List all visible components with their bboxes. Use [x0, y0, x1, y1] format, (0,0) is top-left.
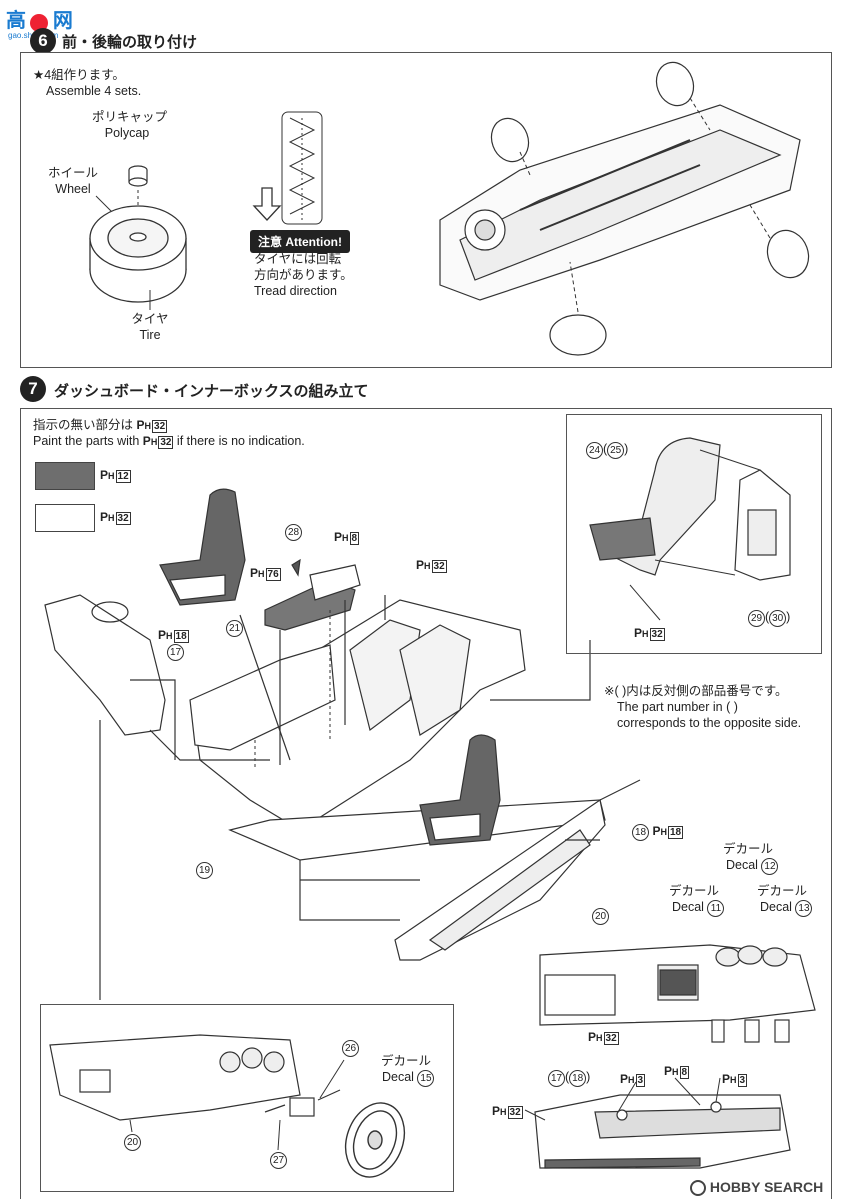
dashboard-drawing	[44, 594, 166, 736]
tire-label-ja: タイヤ	[131, 312, 169, 326]
decal-12-ja: デカール	[722, 842, 773, 856]
tread-note-ja-1: タイヤには回転	[254, 252, 342, 266]
steering-wheel-drawing	[344, 1102, 406, 1178]
decal-12-en: Decal 12	[726, 858, 779, 875]
interior-tub-drawing	[194, 599, 606, 861]
legend-swatch-dark	[35, 462, 95, 490]
decal-15-ja: デカール	[380, 1054, 431, 1068]
decal-13-ja: デカール	[756, 884, 807, 898]
step7-instr-ja-text: 指示の無い部分は	[33, 418, 134, 432]
polycap-drawing	[128, 165, 148, 187]
tread-note-ja-2: 方向があります。	[254, 268, 353, 282]
part-24-25: 24(25)	[586, 442, 628, 459]
part-21: 21	[226, 620, 243, 637]
part-26: 26	[342, 1040, 359, 1057]
part-17: 17	[167, 644, 184, 661]
part-20-bottom: 20	[124, 1134, 141, 1151]
seat-drawing-2	[419, 734, 501, 846]
part-28: 28	[285, 524, 302, 541]
inset-seat-drawing	[589, 437, 791, 581]
watermark-char-1: 高	[6, 10, 26, 32]
part-20-dash: 20	[592, 908, 609, 925]
chassis-drawing	[439, 104, 801, 301]
step7-panel	[20, 408, 832, 1199]
dash-detail-drawing	[539, 944, 816, 1043]
watermark-char-2: 网	[52, 10, 73, 32]
attention-badge: 注意 Attention!	[250, 230, 350, 253]
tire-drawing	[89, 205, 187, 303]
wheel-label-en: Wheel	[55, 182, 91, 196]
opposite-note-ja: ※( )内は反対側の部品番号です。	[604, 684, 788, 698]
direction-arrow	[252, 187, 282, 221]
step6-note-en: Assemble 4 sets.	[46, 84, 142, 98]
dash-bottom-drawing	[49, 1034, 301, 1121]
tread-pattern	[281, 111, 323, 225]
console-drawing	[264, 558, 361, 631]
watermark-circle-icon	[690, 1180, 706, 1197]
watermark-bottom: HOBBY SEARCH	[690, 1179, 824, 1197]
seat-drawing-1	[159, 488, 246, 606]
tread-note-en: Tread direction	[254, 284, 337, 298]
step7-number: 7	[20, 376, 46, 402]
decal-11-ja: デカール	[668, 884, 719, 898]
step7-title: ダッシュボード・インナーボックスの組み立て	[54, 383, 369, 400]
decal-13-en: Decal 13	[760, 900, 813, 917]
watermark-bottom-text: HOBBY SEARCH	[709, 1179, 824, 1195]
dashboard-inset-panel	[40, 1004, 454, 1192]
step7-instr-en-b: if there is no indication.	[176, 434, 305, 448]
column-drawing	[264, 1089, 341, 1117]
part-17-18: 17(18)	[548, 1070, 590, 1087]
wheel-label-ja: ホイール	[47, 166, 98, 180]
decal-11-en: Decal 11	[672, 900, 725, 917]
polycap-label-ja: ポリキャップ	[92, 110, 168, 124]
polycap-label-en: Polycap	[104, 126, 150, 140]
watermark-circle	[30, 13, 49, 32]
step6-note-ja: ★4組作ります。	[33, 68, 125, 82]
chassis-wheels	[490, 61, 810, 356]
door-detail-drawing	[534, 1094, 791, 1169]
legend-swatch-white	[35, 504, 95, 532]
part-19: 19	[196, 862, 213, 879]
tire-label-en: Tire	[139, 328, 161, 342]
part-27: 27	[270, 1152, 287, 1169]
decal-15-en: Decal 15	[382, 1070, 435, 1087]
part-29-30: 29(30)	[748, 610, 790, 627]
step7-instr-en-a: Paint the parts with	[33, 434, 140, 448]
step6-number: 6	[30, 28, 56, 54]
opposite-note-en-2: corresponds to the opposite side.	[617, 716, 802, 730]
seat-inset-panel	[566, 414, 822, 654]
watermark-logo: 高 网	[6, 4, 73, 33]
step6-title: 前・後輪の取り付け	[62, 34, 198, 51]
opposite-note-en-1: The part number in ( )	[617, 700, 738, 714]
